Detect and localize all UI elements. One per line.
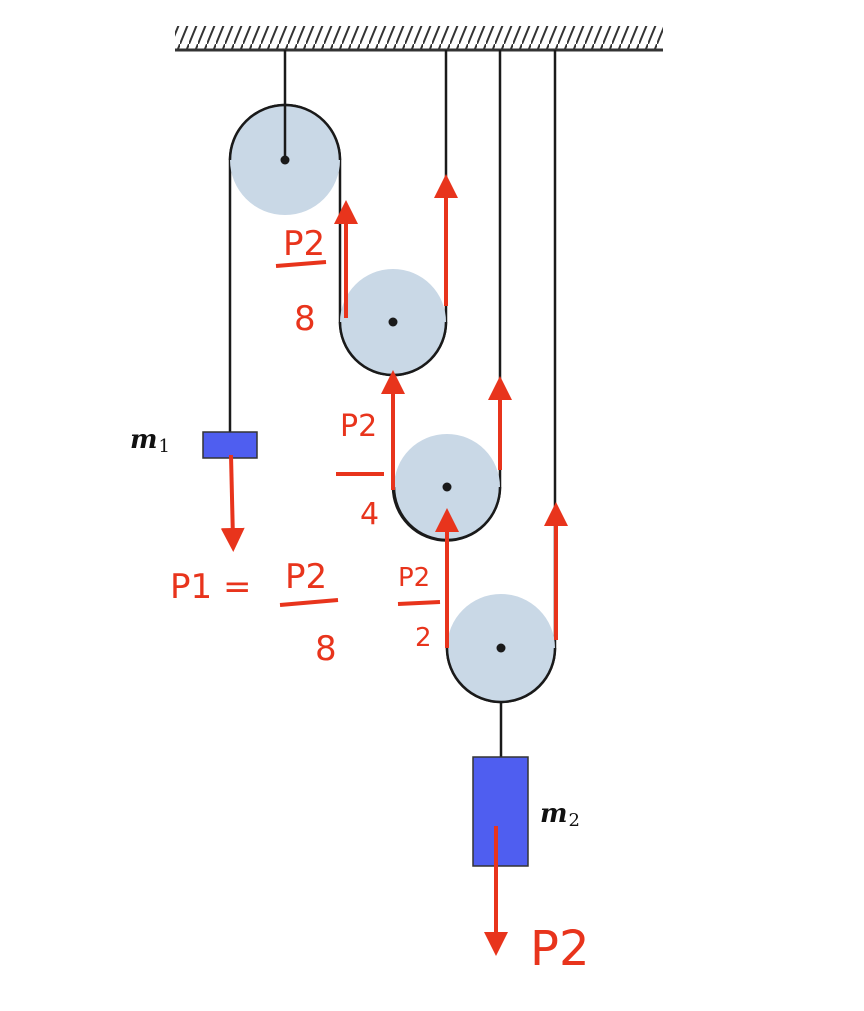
annotation-p2-over-4: P2 4	[336, 409, 384, 532]
pulley-2-axle	[388, 317, 398, 327]
annotation-p2-over-8: P2 8	[275, 224, 327, 339]
mass-m1-block	[202, 431, 258, 459]
ceiling-hatching	[175, 26, 663, 50]
pulley-4-axle	[496, 643, 506, 653]
arrow-m1-down	[220, 454, 245, 552]
annotation-p2-over-2-denominator: 2	[415, 623, 432, 653]
annotation-p1-lhs: P1 =	[170, 567, 251, 607]
pulleys	[228, 103, 557, 704]
annotation-p1-equation: P1 = P2 8	[170, 557, 339, 669]
annotation-p2-over-2: P2 2	[397, 563, 441, 653]
annotation-p1-denominator: 8	[315, 629, 337, 669]
annotation-p2-over-4-denominator: 4	[360, 497, 379, 532]
annotation-p1-numerator: P2	[285, 557, 327, 597]
mass-m1-label: m1	[130, 425, 170, 457]
annotation-p2-over-2-numerator: P2	[398, 563, 430, 593]
pulley-4	[445, 594, 557, 704]
ceiling	[175, 26, 663, 52]
mass-m2-label: m2	[540, 799, 580, 831]
annotation-p2-over-4-numerator: P2	[340, 409, 377, 444]
masses: m1 m2	[130, 425, 580, 867]
pulley-3-axle	[442, 482, 452, 492]
force-arrows	[220, 174, 568, 956]
pulley-2	[338, 269, 448, 377]
annotation-p2-over-8-denominator: 8	[294, 299, 316, 339]
annotation-p2-text: P2	[530, 921, 589, 977]
annotation-p2-over-8-numerator: P2	[283, 224, 325, 264]
annotation-p2: P2	[530, 921, 589, 977]
mass-m2-block	[472, 756, 529, 867]
